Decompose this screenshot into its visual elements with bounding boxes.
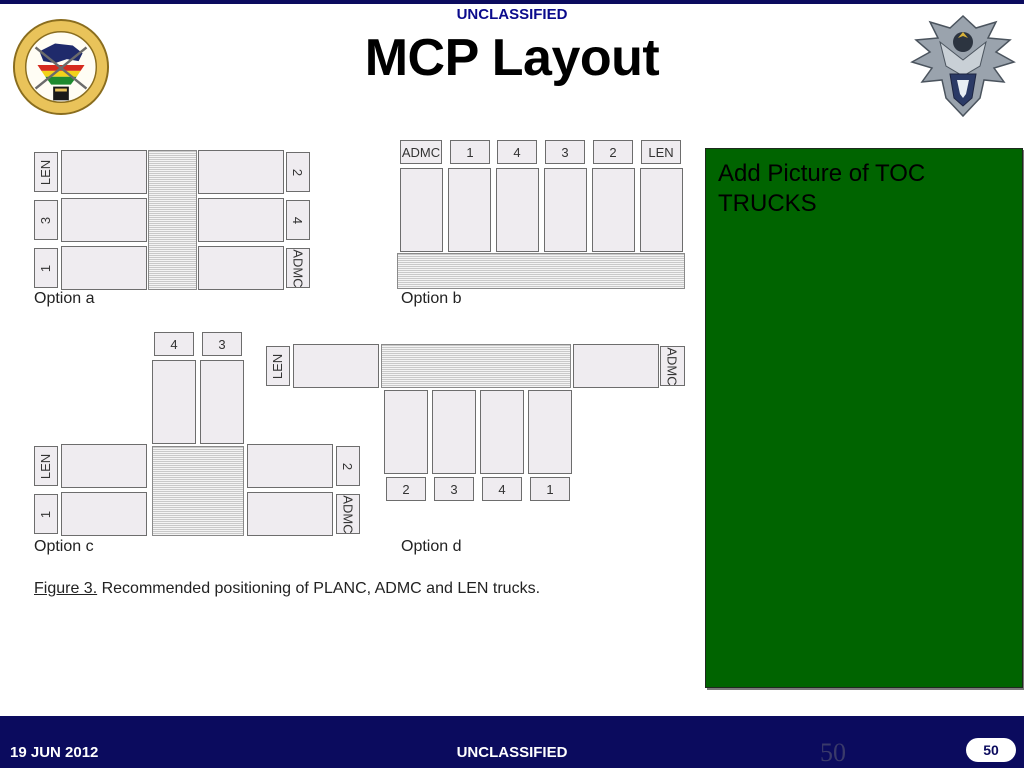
truck-label: 1 — [34, 494, 58, 534]
truck-label: 2 — [386, 477, 426, 501]
truck-label: ADMC — [336, 494, 360, 534]
truck — [61, 444, 147, 488]
truck — [544, 168, 587, 252]
truck-label: LEN — [266, 346, 290, 386]
unit-seal-icon — [12, 18, 110, 116]
footer-date: 19 JUN 2012 — [10, 744, 99, 761]
truck — [247, 492, 333, 536]
classification-header: UNCLASSIFIED — [456, 6, 568, 23]
footer-classification: UNCLASSIFIED — [456, 744, 568, 761]
truck — [61, 198, 147, 242]
truck-label: 3 — [34, 200, 58, 240]
truck — [198, 198, 284, 242]
figure-caption: Figure 3. Recommended positioning of PLA… — [34, 580, 540, 598]
page-number-badge: 50 — [966, 738, 1016, 762]
truck — [247, 444, 333, 488]
mcp-layout-figure: LEN 3 1 2 4 ADMC Option a ADMC 1 4 3 2 L… — [30, 130, 695, 610]
eagle-crest-icon — [910, 14, 1016, 118]
truck-label: 2 — [593, 140, 633, 164]
truck-label: LEN — [34, 152, 58, 192]
truck — [592, 168, 635, 252]
truck — [61, 492, 147, 536]
truck-label: ADMC — [400, 140, 442, 164]
truck-label: ADMC — [286, 248, 310, 288]
truck-label: 2 — [336, 446, 360, 486]
truck — [61, 150, 147, 194]
truck — [198, 246, 284, 290]
truck — [293, 344, 379, 388]
option-c-label: Option c — [34, 538, 94, 555]
truck — [198, 150, 284, 194]
truck — [496, 168, 539, 252]
footer-bar: 19 JUN 2012 UNCLASSIFIED 50 — [0, 716, 1024, 768]
truck — [61, 246, 147, 290]
tent-area — [148, 150, 197, 290]
truck-label: 4 — [482, 477, 522, 501]
tent-area — [152, 446, 244, 536]
truck — [400, 168, 443, 252]
option-b-label: Option b — [401, 290, 462, 307]
truck — [384, 390, 428, 474]
truck-label: 4 — [286, 200, 310, 240]
picture-placeholder: Add Picture of TOC TRUCKS — [705, 148, 1023, 688]
truck-label: LEN — [641, 140, 681, 164]
truck — [448, 168, 491, 252]
truck — [528, 390, 572, 474]
placeholder-text: Add Picture of TOC TRUCKS — [718, 160, 926, 217]
tent-area — [397, 253, 685, 289]
truck-label: 3 — [434, 477, 474, 501]
truck-label: 3 — [545, 140, 585, 164]
tent-area — [381, 344, 571, 388]
caption-text: Recommended positioning of PLANC, ADMC a… — [97, 580, 541, 597]
truck — [640, 168, 683, 252]
caption-figure-ref: Figure 3. — [34, 580, 98, 597]
truck-label: ADMC — [660, 346, 685, 386]
truck-label: 4 — [497, 140, 537, 164]
truck — [200, 360, 244, 444]
top-bar — [0, 0, 1024, 4]
truck-label: 2 — [286, 152, 310, 192]
truck — [480, 390, 524, 474]
truck-label: 1 — [450, 140, 490, 164]
ghost-slide-number: 50 — [820, 738, 846, 767]
slide-title: MCP Layout — [364, 29, 660, 87]
truck-label: 4 — [154, 332, 194, 356]
truck-label: LEN — [34, 446, 58, 486]
truck-label: 3 — [202, 332, 242, 356]
option-a-label: Option a — [34, 290, 95, 307]
truck-label: 1 — [530, 477, 570, 501]
option-d-label: Option d — [401, 538, 462, 555]
truck — [432, 390, 476, 474]
truck — [573, 344, 659, 388]
truck — [152, 360, 196, 444]
truck-label: 1 — [34, 248, 58, 288]
